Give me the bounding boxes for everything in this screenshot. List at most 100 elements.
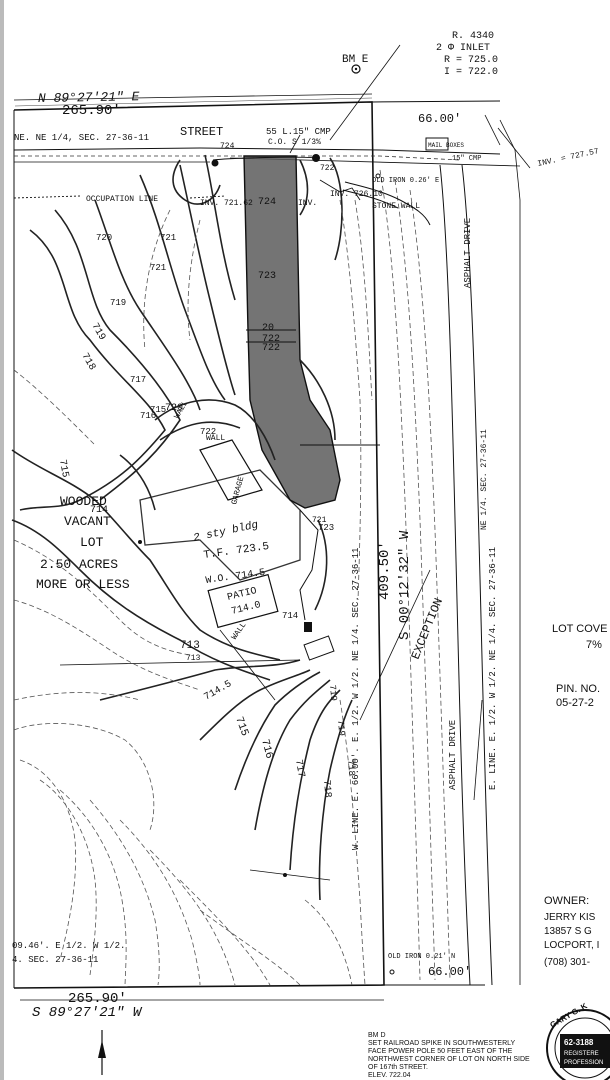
- asphalt-drive-bottom: ASPHALT DRIVE: [448, 720, 458, 790]
- seal-text-1: GARY G. K: [549, 1001, 589, 1030]
- pin-label-2: 05-27-2: [556, 697, 594, 709]
- driveway: [243, 155, 341, 509]
- north-arrow: [98, 1030, 106, 1075]
- surveyor-seal: GARY G. K 62-3188 REGISTERE PROFESSION: [546, 1001, 610, 1080]
- side-notes: LOT COVE 7% PIN. NO. 05-27-2 OWNER: JERR…: [544, 623, 607, 968]
- contour-label: 724: [258, 197, 276, 208]
- bmd-line-1: BM D: [368, 1032, 386, 1039]
- inv-left-label: INV. 721.62: [200, 199, 253, 208]
- east-length: 409.50': [377, 541, 393, 600]
- bldg-label-3: W.O. 714.5: [205, 568, 266, 587]
- contour-label: 715: [232, 715, 250, 738]
- leader-lines: [14, 44, 531, 801]
- wooded-5: MORE OR LESS: [36, 577, 130, 592]
- contour-labels: 724 723 722 721 720 719 718 717 716 715 …: [56, 142, 356, 798]
- asphalt-drive: [439, 114, 521, 986]
- seal-text-3: REGISTERE: [564, 1051, 599, 1057]
- street-label: STREET: [180, 125, 223, 139]
- contour-label: 719: [327, 684, 338, 701]
- property-boundary: [13, 93, 501, 1001]
- contour-label: 715: [56, 459, 70, 479]
- north-bearing: N 89°27'21" E: [38, 89, 140, 106]
- contour-label: 722: [320, 164, 335, 173]
- contour-label: 20: [262, 323, 274, 334]
- inlet-label-3: R = 725.0: [444, 55, 498, 66]
- sec-right-strip: NE 1/4. SEC. 27-36-11: [480, 429, 489, 530]
- wooded-3: LOT: [80, 535, 104, 550]
- south-bearing: S 89°27'21" W: [32, 1005, 143, 1021]
- utility-marker: [304, 622, 312, 632]
- top-width: 66.00': [418, 112, 461, 126]
- seal-text-2: 62-3188: [564, 1038, 594, 1047]
- mailbox-marker: [425, 137, 449, 151]
- contour-label: 721: [150, 263, 166, 273]
- contour-label: 724: [220, 142, 235, 151]
- contour-label: 713: [180, 640, 200, 652]
- contour-label: 718: [320, 779, 333, 798]
- inv-right-label: INV. = 727.57: [537, 147, 600, 169]
- pin-label-1: PIN. NO.: [556, 683, 600, 695]
- inlet-marker: [211, 159, 219, 167]
- contour-label: 717: [292, 759, 306, 779]
- site-lines: [13, 156, 431, 881]
- contour-label: 713: [186, 654, 201, 663]
- benchmark-label: BM E: [342, 54, 369, 66]
- wooded-1: WOODED: [60, 494, 107, 509]
- bmd-line-4: NORTHWEST CORNER OF LOT ON NORTH SIDE: [368, 1056, 530, 1063]
- old-iron-top: OLD IRON 0.26' E: [372, 177, 439, 185]
- owner-label-4: LOCPORT, I: [544, 940, 599, 951]
- contour-label: 715: [150, 405, 166, 415]
- old-iron-bottom: OLD IRON 0.21' N: [388, 953, 455, 961]
- inlet-label-4: I = 722.0: [444, 67, 498, 78]
- bmd-line-5: OF 167th STREET.: [368, 1064, 428, 1071]
- owner-label-5: (708) 301-: [544, 957, 590, 968]
- boundary-labels: N 89°27'21" E 265.90' NE. NE 1/4, SEC. 2…: [12, 89, 471, 1021]
- contours-light: [13, 169, 451, 986]
- cmp2-label: 15" CMP: [452, 155, 481, 163]
- contour-label: 719: [110, 298, 126, 308]
- contour-label: 719: [335, 719, 346, 736]
- contour-label: 722: [262, 334, 280, 345]
- patio-label-2: 714.0: [230, 600, 262, 618]
- contour-label: 723: [258, 271, 276, 282]
- exception-label: EXCEPTION: [409, 596, 446, 661]
- bldg-label-2: T.F. 723.5: [203, 541, 270, 562]
- wall-label-3: WALL: [206, 434, 225, 443]
- contour-label: 722: [200, 427, 216, 437]
- contour-label: 716: [258, 738, 275, 760]
- contour-label: 721: [160, 233, 176, 243]
- drive-labels: ASPHALT DRIVE ASPHALT DRIVE EXCEPTION E.…: [351, 218, 498, 850]
- wooded-4: 2.50 ACRES: [40, 557, 118, 572]
- section-bottom-2: 4. SEC. 27-36-11: [12, 955, 98, 965]
- west-line-label: W. LINE. E. 66.00'. E. 1/2. W 1/2. NE 1/…: [351, 548, 361, 850]
- bmd-line-2: SET RAILROAD SPIKE IN SOUTHWESTERLY: [368, 1040, 515, 1047]
- house-footprint: [139, 439, 335, 661]
- lot-coverage-2: 7%: [586, 639, 602, 651]
- wooded-2: VACANT: [64, 514, 111, 529]
- benchmark-note: BM D SET RAILROAD SPIKE IN SOUTHWESTERLY…: [368, 1032, 530, 1079]
- owner-label-1: OWNER:: [544, 895, 589, 907]
- inlet-marker: [312, 154, 320, 162]
- stone-wall-label: STONE WALL: [372, 202, 420, 211]
- bldg-label-1: 2 sty bldg: [192, 519, 259, 545]
- contour-label: 718: [345, 759, 356, 776]
- old-iron-marker: [389, 969, 395, 975]
- section-bottom-1: 09.46'. E 1/2. W 1/2.: [12, 941, 125, 951]
- seal-text-4: PROFESSION: [564, 1060, 603, 1066]
- cmp-label: 55 L.15" CMP: [266, 127, 331, 137]
- contour-label: 717: [130, 375, 146, 385]
- contour-label: 720: [165, 403, 183, 414]
- contour-label: 718: [79, 352, 98, 373]
- contour-label: 723: [318, 523, 334, 533]
- contour-label: 721: [312, 516, 327, 525]
- south-length: 265.90': [68, 991, 127, 1007]
- benchmark-marker: [351, 64, 361, 74]
- east-bearing: S 00°12'32" W: [397, 530, 413, 640]
- cmp-sub-label: C.O. S 1/3%: [268, 138, 321, 147]
- contour-label: 714: [282, 611, 298, 621]
- old-iron-marker: [375, 173, 381, 179]
- contour-label: 722: [262, 343, 280, 354]
- contours-heavy: [11, 154, 353, 901]
- bmd-line-6: ELEV. 722.04: [368, 1072, 411, 1079]
